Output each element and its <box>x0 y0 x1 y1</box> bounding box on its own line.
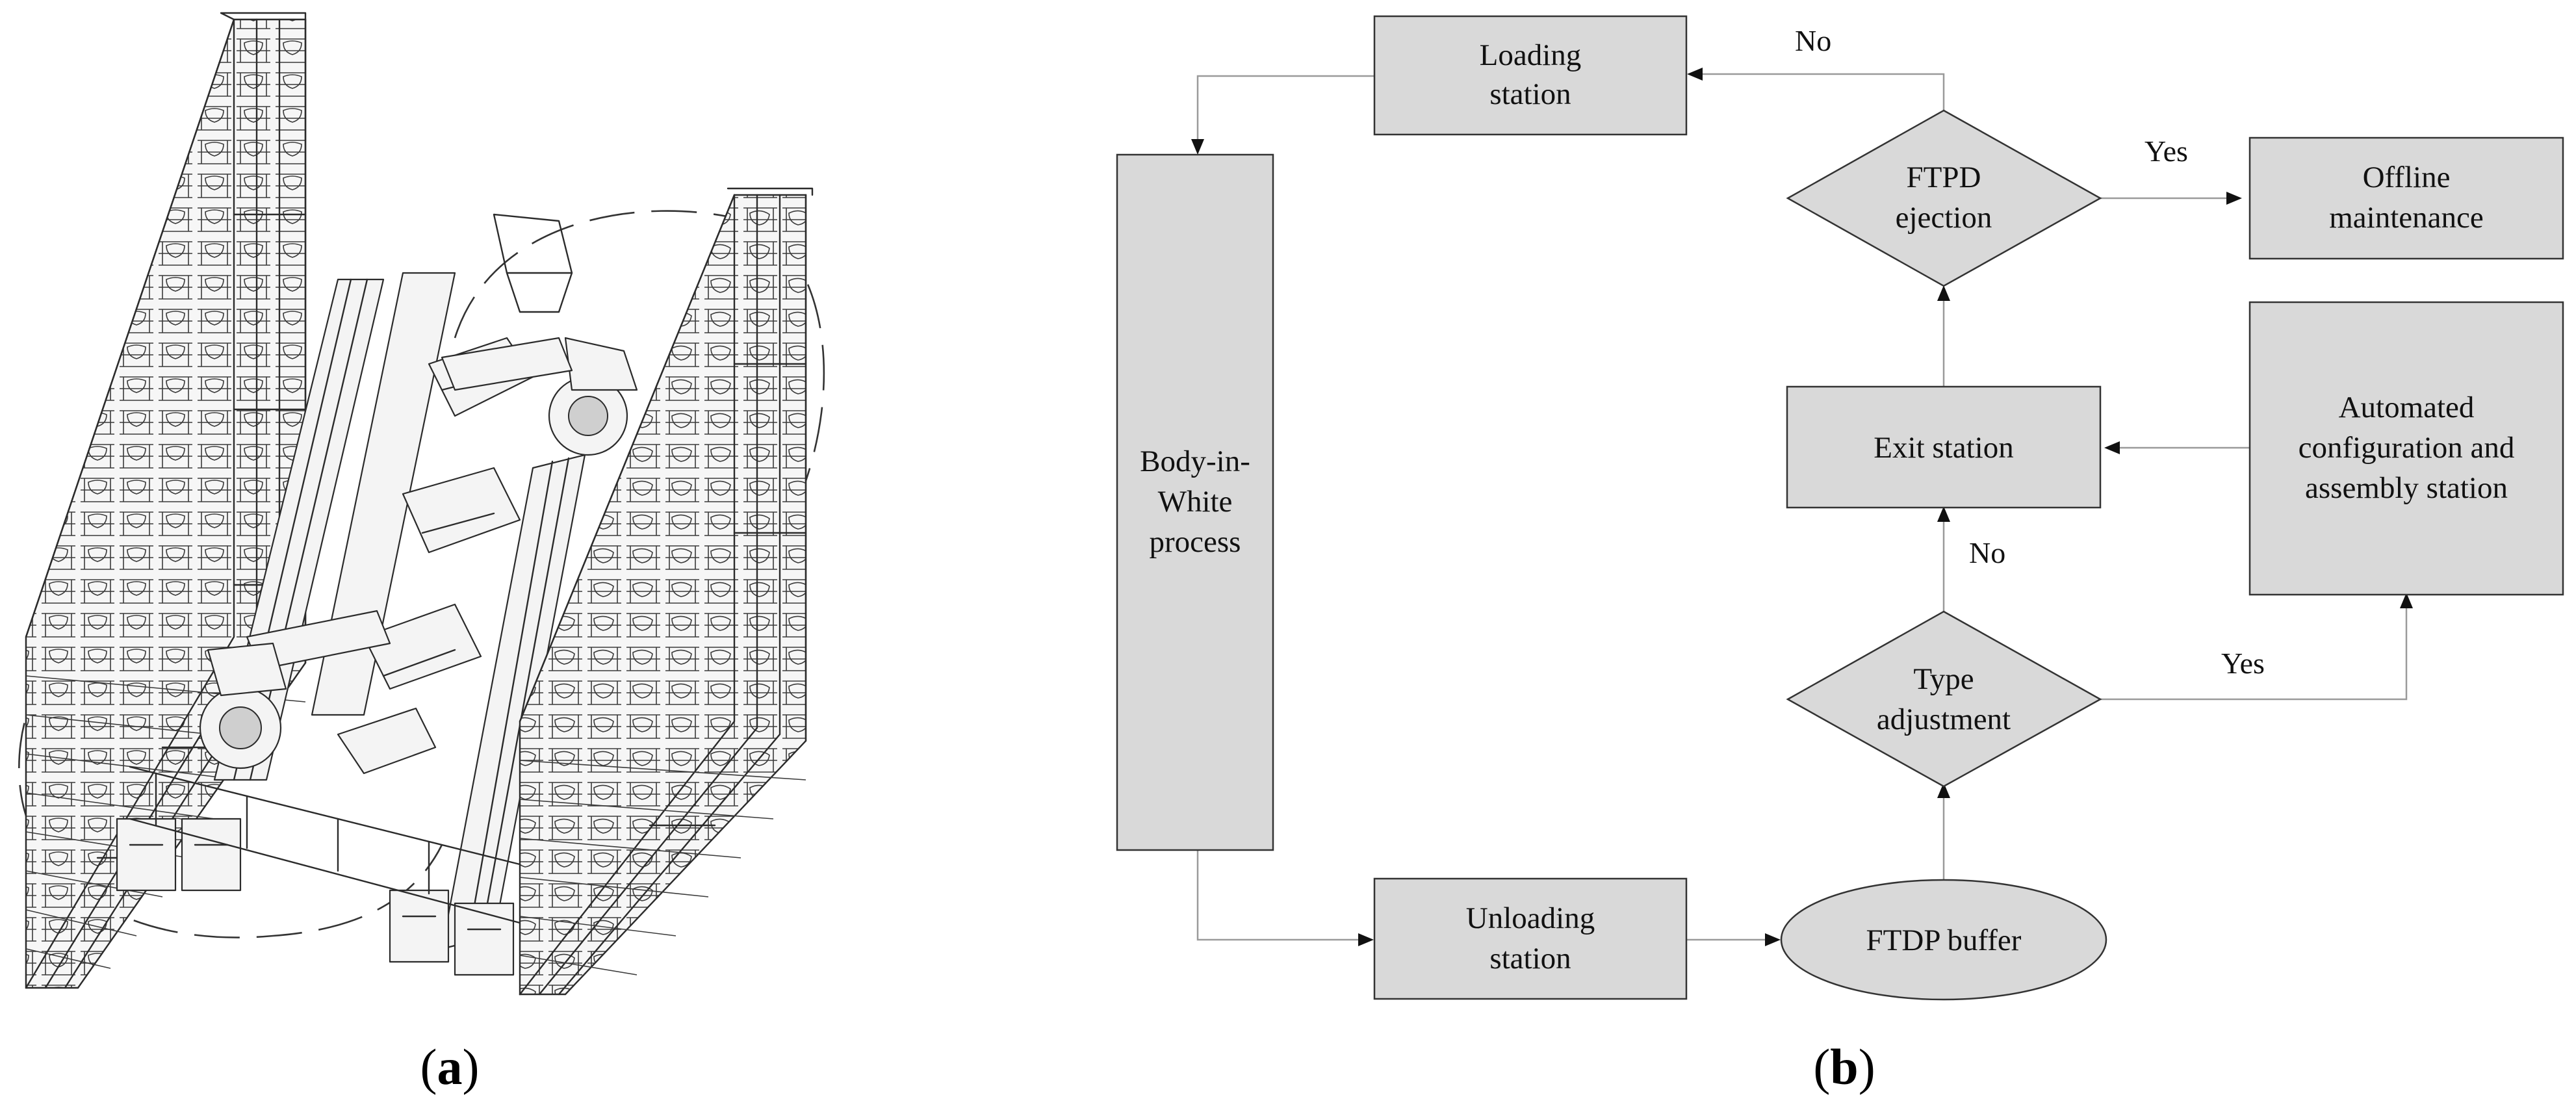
arrowhead-biw <box>1191 139 1204 155</box>
edge-label-ejection-yes: Yes <box>2145 135 2188 168</box>
node-exit-line-1: Exit station <box>1874 431 2013 465</box>
node-auto-line-3: assembly station <box>2305 471 2508 505</box>
edge-type-adjustment-to-auto <box>2100 603 2408 701</box>
arrowhead-unloading <box>1358 933 1374 946</box>
node-biw-line-3: process <box>1150 525 1241 559</box>
arrowhead-buffer <box>1765 933 1781 946</box>
panel-b-caption: (b) <box>1813 1039 1875 1095</box>
panel-b-flowchart: No Yes No Yes Loading station Body-in- Whi… <box>1116 15 2564 1001</box>
panel-b-letter: b <box>1830 1039 1858 1095</box>
node-offline-line-1: Offline <box>2363 161 2451 194</box>
node-ftpd-ejection: FTPD ejection <box>1786 109 2102 287</box>
node-auto-line-1: Automated <box>2339 391 2475 424</box>
edge-label-ejection-no: No <box>1795 24 1831 57</box>
node-unloading-line-1: Unloading <box>1466 901 1595 935</box>
node-unloading-line-2: station <box>1489 942 1571 975</box>
node-type-line-1: Type <box>1913 662 1974 696</box>
node-exit-station: Exit station <box>1786 385 2102 509</box>
node-unloading-station: Unloading station <box>1373 877 1688 1000</box>
node-loading-station: Loading station <box>1373 15 1688 136</box>
panel-a-caption: (a) <box>420 1039 480 1095</box>
safety-fence <box>129 766 521 924</box>
node-biw-line-1: Body-in- <box>1140 445 1250 478</box>
node-type-adjustment: Type adjustment <box>1786 610 2102 788</box>
arrowhead-loading <box>1687 68 1703 81</box>
node-type-line-2: adjustment <box>1877 703 2011 736</box>
node-loading-line-2: station <box>1489 77 1571 111</box>
node-ejection-line-2: ejection <box>1896 201 1992 235</box>
edge-label-type-no: No <box>1969 536 2005 569</box>
arrowhead-offline <box>2226 192 2242 205</box>
svg-text:FTDP buffer: FTDP buffer <box>1866 923 2022 957</box>
arrowhead-type-adjustment <box>1937 782 1950 798</box>
control-cabinet-icon <box>116 818 177 892</box>
node-ftdp-buffer: FTDP buffer <box>1780 879 2107 1001</box>
node-biw-line-2: White <box>1158 485 1233 519</box>
edge-loading-to-biw <box>1196 75 1374 146</box>
node-offline-line-2: maintenance <box>2329 201 2483 235</box>
svg-text:Exit station: Exit station <box>1874 431 2013 465</box>
edge-label-type-yes: Yes <box>2221 647 2265 680</box>
panel-a-letter: a <box>437 1039 463 1095</box>
node-auto-line-2: configuration and <box>2299 431 2515 465</box>
edge-ejection-to-loading <box>1697 73 1945 110</box>
node-buffer-line-1: FTDP buffer <box>1866 923 2022 957</box>
arrowhead-auto <box>2400 593 2413 608</box>
node-automated-configuration: Automated configuration and assembly stati… <box>2248 301 2564 596</box>
arrowhead-exit-from-type <box>1937 506 1950 522</box>
central-rail-and-robots <box>116 213 638 976</box>
node-loading-line-1: Loading <box>1480 38 1582 72</box>
node-body-in-white-process: Body-in- White process <box>1116 153 1274 851</box>
arrowhead-exit-from-auto <box>2104 441 2120 454</box>
panel-a-cell-illustration <box>18 12 825 996</box>
right-storage-rack <box>519 187 814 996</box>
node-ejection-line-1: FTPD <box>1907 161 1981 194</box>
arrowhead-ejection <box>1937 285 1950 301</box>
node-offline-maintenance: Offline maintenance <box>2248 136 2564 260</box>
edge-biw-to-unloading <box>1196 850 1363 941</box>
robot-envelope-upper <box>454 210 825 594</box>
